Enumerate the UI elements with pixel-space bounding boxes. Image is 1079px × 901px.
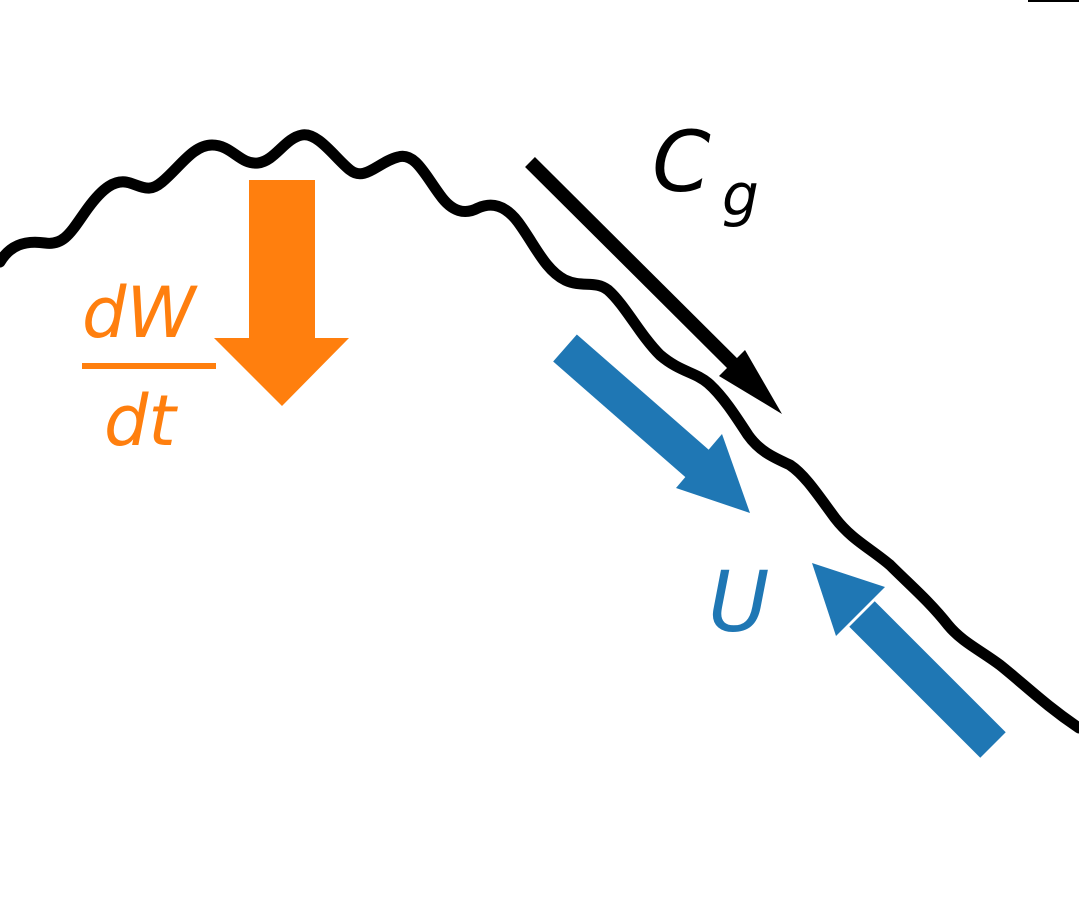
group-velocity-subscript: g (722, 161, 759, 229)
dissipation-label-denominator: dt (104, 380, 176, 462)
dissipation-arrow (214, 180, 349, 406)
group-velocity-arrow (525, 157, 782, 414)
dissipation-label-numerator: dW (82, 272, 196, 354)
group-velocity-label: C (652, 113, 711, 211)
current-label: U (708, 553, 770, 651)
current-arrow-lower (812, 563, 1006, 758)
sea-surface-line (0, 129, 1079, 734)
fraction-bar (82, 363, 216, 369)
current-arrow-upper (553, 334, 750, 513)
